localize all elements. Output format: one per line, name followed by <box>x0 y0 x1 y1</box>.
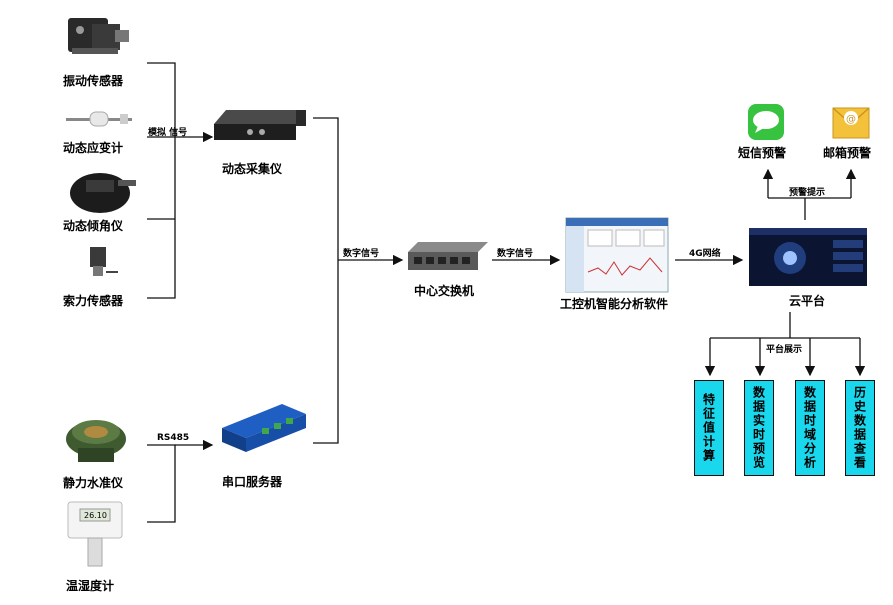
alert-prompt-label: 预警提示 <box>789 188 826 198</box>
feature-box-realtime-preview: 数据实时预览 <box>744 380 774 476</box>
humidity-meter-icon <box>67 501 123 567</box>
cable-force-sensor-icon <box>90 247 118 276</box>
cable-force-sensor-label: 索力传感器 <box>63 294 124 308</box>
4g-network-label: 4G网络 <box>689 249 721 259</box>
rs485-label: RS485 <box>157 433 190 443</box>
feature-label: 数据实时预览 <box>751 386 766 470</box>
static-level-icon <box>66 420 126 462</box>
strain-gauge-icon <box>66 111 132 127</box>
tilt-sensor-label: 动态倾角仪 <box>63 219 124 233</box>
tilt-sensor-icon <box>70 173 136 213</box>
cloud-platform-label: 云平台 <box>789 294 826 308</box>
static-level-label: 静力水准仪 <box>63 476 124 490</box>
vibration-sensor-icon <box>68 18 129 54</box>
digital-signal-label-2: 数字信号 <box>497 249 534 259</box>
sms-icon <box>748 104 784 140</box>
svg-text:@: @ <box>846 114 856 125</box>
analog-signal-label: 模拟 信号 <box>148 128 188 138</box>
feature-box-history: 历史数据查看 <box>845 380 875 476</box>
mail-alert-label: 邮箱预警 <box>823 146 872 160</box>
analysis-software-icon <box>565 217 669 293</box>
sms-alert-label: 短信预警 <box>738 146 787 160</box>
strain-gauge-label: 动态应变计 <box>63 141 124 155</box>
network-switch-label: 中心交换机 <box>414 284 475 298</box>
network-switch-icon <box>408 242 488 270</box>
serial-server-label: 串口服务器 <box>222 475 283 489</box>
platform-display-label: 平台展示 <box>766 345 803 355</box>
feature-box-time-domain: 数据时域分析 <box>795 380 825 476</box>
feature-box-eigenvalue: 特征值计算 <box>694 380 724 476</box>
feature-label: 历史数据查看 <box>852 386 867 470</box>
vibration-sensor-label: 振动传感器 <box>63 74 124 88</box>
data-collector-label: 动态采集仪 <box>222 162 283 176</box>
feature-label: 特征值计算 <box>701 393 716 463</box>
digital-signal-label-1: 数字信号 <box>343 249 380 259</box>
data-collector-icon <box>214 110 306 140</box>
humidity-meter-label: 温湿度计 <box>66 579 115 593</box>
cloud-platform-icon <box>749 228 867 286</box>
feature-label: 数据时域分析 <box>802 386 817 470</box>
analysis-software-label: 工控机智能分析软件 <box>560 297 669 311</box>
serial-server-icon <box>222 404 306 452</box>
humidity-reading: 26.10 <box>84 511 107 520</box>
mail-icon: @ <box>832 107 870 139</box>
